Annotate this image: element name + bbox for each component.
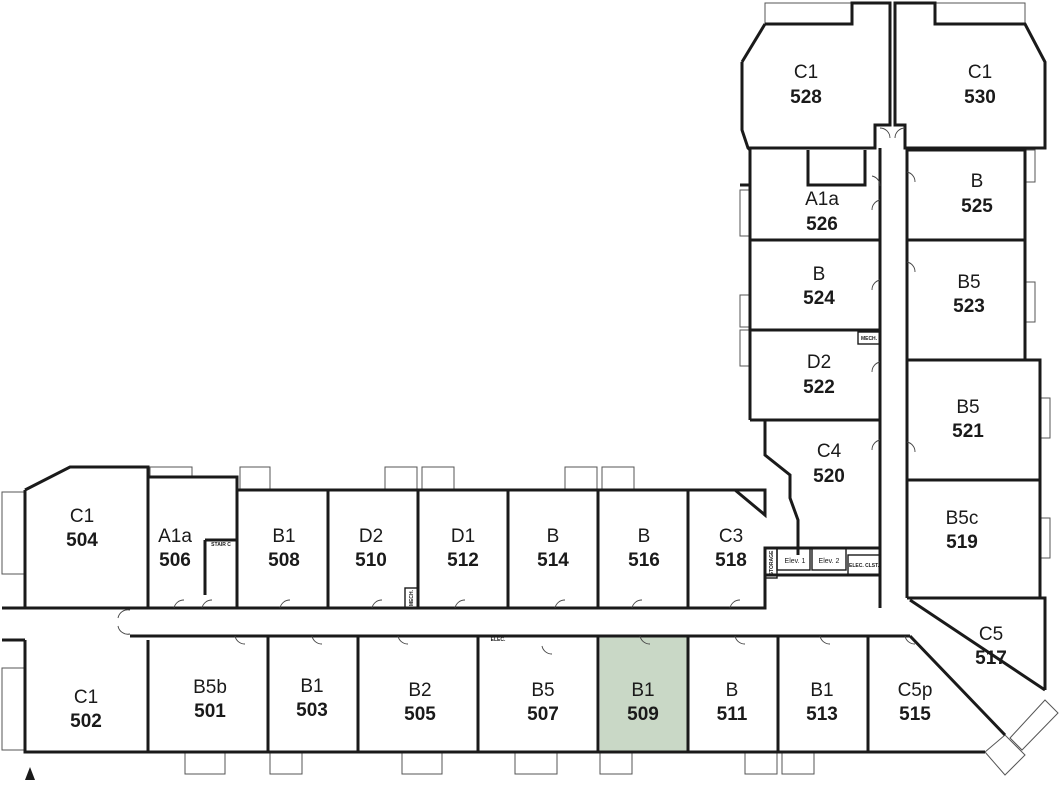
unit-514-number: 514: [537, 550, 569, 571]
unit-519-type: B5c: [946, 508, 979, 529]
unit-505[interactable]: [360, 638, 478, 752]
unit-521-type: B5: [956, 397, 979, 418]
unit-506[interactable]: [150, 477, 237, 608]
unit-518-number: 518: [715, 550, 747, 571]
unit-522-number: 522: [803, 377, 835, 398]
unit-523-type: B5: [957, 272, 980, 293]
unit-510-type: D2: [359, 526, 383, 547]
unit-530[interactable]: [895, 3, 1045, 148]
stair-c-label: STAIR C: [211, 542, 231, 548]
unit-510[interactable]: [330, 490, 418, 608]
mech-label-upper: MECH.: [861, 336, 878, 342]
unit-522[interactable]: [750, 332, 880, 420]
storage-label: STORAGE: [769, 550, 775, 575]
unit-519[interactable]: [907, 482, 1040, 598]
unit-516[interactable]: [600, 490, 688, 608]
unit-507-type: B5: [531, 680, 554, 701]
elevator-2-label: Elev. 2: [819, 558, 840, 565]
unit-504-type: C1: [70, 506, 94, 527]
unit-508-number: 508: [268, 550, 300, 571]
unit-502[interactable]: [25, 640, 148, 752]
unit-503[interactable]: [270, 638, 358, 752]
unit-520-type: C4: [817, 441, 842, 462]
unit-511-type: B: [726, 680, 739, 701]
unit-501-type: B5b: [193, 677, 227, 698]
unit-525-number: 525: [961, 196, 993, 217]
unit-525[interactable]: [907, 150, 1025, 240]
unit-524-number: 524: [803, 288, 835, 309]
service-labels: Elev. 1 Elev. 2 ELEC. CLST. ELEC. MECH. …: [211, 336, 879, 643]
unit-508-type: B1: [272, 526, 295, 547]
unit-528[interactable]: [742, 3, 890, 148]
unit-511[interactable]: [690, 636, 778, 752]
unit-528-number: 528: [790, 87, 822, 108]
elec-closet-label: ELEC. CLST.: [849, 563, 880, 569]
unit-518-type: C3: [719, 526, 743, 547]
unit-509[interactable]: [600, 636, 688, 752]
unit-521-number: 521: [952, 421, 984, 442]
unit-513[interactable]: [780, 636, 868, 752]
unit-515[interactable]: [870, 636, 1005, 752]
unit-521[interactable]: [907, 362, 1040, 480]
unit-509-type: B1: [631, 680, 654, 701]
unit-518[interactable]: [690, 490, 765, 608]
unit-526-number: 526: [806, 214, 838, 235]
unit-516-number: 516: [628, 550, 660, 571]
unit-503-number: 503: [296, 700, 328, 721]
unit-504-number: 504: [66, 530, 98, 551]
unit-514[interactable]: [510, 490, 598, 608]
unit-512-type: D1: [451, 526, 475, 547]
unit-505-number: 505: [404, 704, 436, 725]
unit-522-type: D2: [807, 352, 831, 373]
unit-513-type: B1: [810, 680, 833, 701]
unit-517[interactable]: [910, 600, 1045, 738]
unit-512[interactable]: [420, 490, 508, 608]
unit-504[interactable]: [25, 467, 148, 608]
unit-506-number: 506: [159, 550, 191, 571]
elec-label: ELEC.: [491, 637, 506, 643]
unit-505-type: B2: [408, 680, 431, 701]
unit-515-type: C5p: [898, 680, 933, 701]
unit-528-type: C1: [794, 62, 818, 83]
unit-520[interactable]: [765, 422, 880, 555]
unit-508[interactable]: [239, 490, 328, 608]
unit-520-number: 520: [813, 466, 845, 487]
walls: [2, 1, 1047, 754]
unit-523[interactable]: [907, 242, 1025, 360]
unit-514-type: B: [547, 526, 560, 547]
door-swings: [117, 127, 916, 655]
unit-517-type: C5: [979, 624, 1003, 645]
unit-507-number: 507: [527, 704, 559, 725]
unit-525-type: B: [971, 171, 984, 192]
unit-516-type: B: [638, 526, 651, 547]
unit-501[interactable]: [150, 640, 268, 752]
unit-530-type: C1: [968, 62, 992, 83]
unit-502-number: 502: [70, 711, 102, 732]
mech-label-lower: MECH.: [409, 589, 415, 606]
unit-512-number: 512: [447, 550, 479, 571]
elevator-1-label: Elev. 1: [785, 558, 806, 565]
unit-526-type: A1a: [805, 189, 839, 210]
unit-507[interactable]: [480, 646, 598, 752]
unit-labels: C1 528 C1 530 A1a 526 B 525 B 524 B5 523…: [66, 62, 1007, 732]
north-arrow-icon: [25, 767, 35, 780]
unit-524-type: B: [813, 264, 826, 285]
unit-501-number: 501: [194, 701, 226, 722]
unit-515-number: 515: [899, 704, 931, 725]
unit-519-number: 519: [946, 532, 978, 553]
unit-517-number: 517: [975, 648, 1007, 669]
unit-524[interactable]: [750, 242, 880, 330]
unit-503-type: B1: [300, 676, 323, 697]
unit-530-number: 530: [964, 87, 996, 108]
unit-523-number: 523: [953, 296, 985, 317]
unit-511-number: 511: [717, 704, 748, 725]
unit-502-type: C1: [74, 687, 98, 708]
unit-526[interactable]: [750, 150, 880, 240]
unit-506-type: A1a: [158, 526, 192, 547]
unit-509-number: 509: [627, 704, 659, 725]
window-bays: [1, 2, 1059, 776]
unit-513-number: 513: [806, 704, 838, 725]
unit-510-number: 510: [355, 550, 387, 571]
